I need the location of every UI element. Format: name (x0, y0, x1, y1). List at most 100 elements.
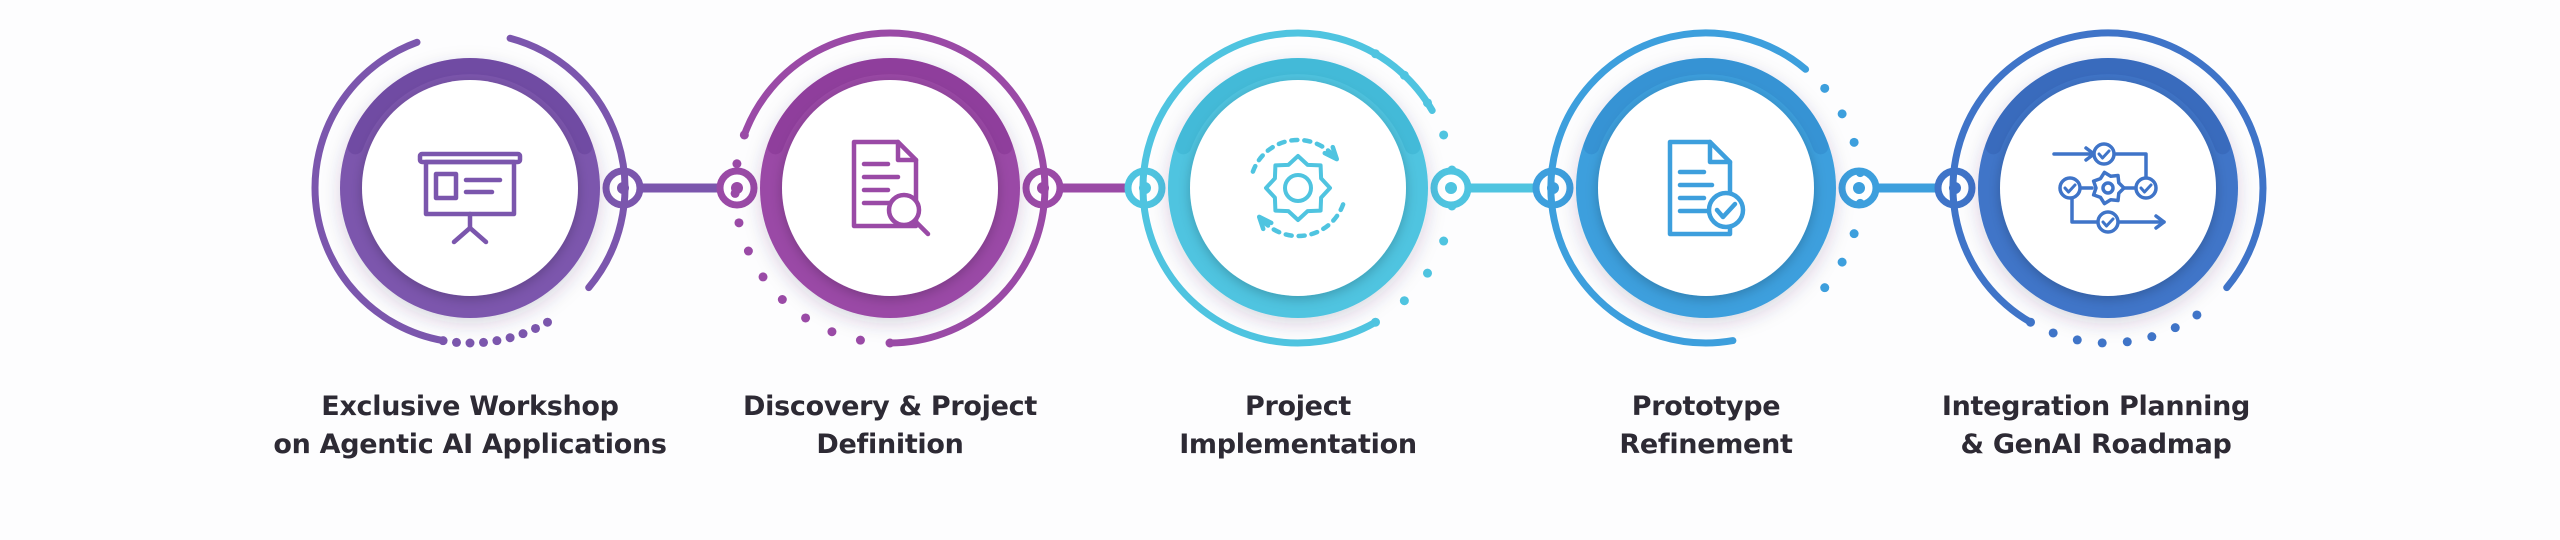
step-inner-disc (362, 80, 578, 296)
cycle-arrowhead (1256, 214, 1274, 232)
step-ring-shade (1985, 58, 2231, 155)
step-4-node (1547, 29, 1865, 347)
step-ring-shade (767, 58, 1013, 155)
document-check-icon (1667, 139, 1746, 237)
outer-ring-dot (2122, 337, 2132, 347)
outer-ring-dot (855, 335, 865, 345)
step-2-node (730, 29, 1049, 348)
board-image-block (433, 171, 459, 201)
check-mark (1714, 201, 1738, 220)
flow-line (2114, 152, 2148, 188)
step-label-4: Prototype Refinement (1486, 388, 1926, 464)
outer-ring-dot (1849, 229, 1859, 239)
check-node (2096, 210, 2120, 234)
check-node (2134, 176, 2158, 200)
step-4-label-line1: Prototype (1631, 391, 1781, 422)
outer-ring-arc (1949, 29, 2267, 326)
outer-ring-dot (1371, 317, 1380, 327)
step-inner-disc (2000, 80, 2216, 296)
step-label-5: Integration Planning & GenAI Roadmap (1876, 388, 2316, 464)
outer-ring-dot (734, 218, 744, 228)
outer-ring-dot (505, 333, 515, 343)
outer-ring-dot (2026, 317, 2035, 327)
magnifier-handle (912, 218, 931, 237)
magnifier-lens (886, 192, 922, 228)
connector-node-center (1445, 182, 1457, 194)
step-1-label-line1: Exclusive Workshop (321, 391, 619, 422)
center-gear (2091, 170, 2126, 206)
gear-hub (1283, 173, 1313, 203)
step-1-label-line2: on Agentic AI Applications (273, 429, 667, 460)
step-ring-shade (1175, 58, 1421, 155)
outer-ring-dot (885, 338, 895, 348)
outer-ring-dot (1371, 49, 1380, 59)
doc-outline (851, 139, 919, 229)
step-ring-shade (347, 58, 593, 155)
outer-ring-dot (1423, 98, 1433, 108)
outer-ring-dot (1837, 257, 1847, 267)
outer-ring-dot (1399, 296, 1409, 306)
check-node-mark (2139, 183, 2153, 194)
outer-ring-arc (1139, 29, 1436, 347)
outer-ring-dot (777, 294, 787, 304)
outer-ring-dot (465, 338, 475, 348)
step-5-node (1949, 29, 2267, 348)
check-node-mark (2063, 183, 2077, 194)
outer-ring-dot (2097, 338, 2107, 348)
outer-ring-dot (451, 337, 461, 347)
outer-ring-dot (1849, 137, 1859, 147)
outer-ring-dot (1820, 83, 1830, 93)
check-badge (1706, 190, 1746, 230)
check-node-mark (2097, 149, 2111, 160)
center-gear-hub (2101, 181, 2115, 195)
outer-ring-arc (311, 38, 447, 345)
outer-ring-dot (1837, 109, 1847, 119)
outer-ring-dot (801, 313, 811, 323)
step-label-2: Discovery & Project Definition (670, 388, 1110, 464)
step-ring-shade (1583, 58, 1829, 155)
step-5-label-line1: Integration Planning (1941, 391, 2251, 422)
gear-cycle-icon (1250, 137, 1346, 239)
step-5-label-line2: & GenAI Roadmap (1960, 429, 2232, 460)
outer-ring-dot (758, 272, 768, 282)
step-1-node (311, 34, 629, 348)
document-search-icon (851, 139, 931, 237)
outer-ring-dot (1423, 268, 1433, 278)
outer-ring-dot (479, 337, 489, 347)
step-4-label-line2: Refinement (1619, 429, 1793, 460)
workflow-gear-icon (2052, 142, 2166, 234)
outer-ring-dot (531, 323, 541, 333)
outer-ring-dot (2147, 332, 2157, 342)
step-circles-layer (311, 29, 2267, 348)
outer-ring-dot (739, 130, 749, 140)
step-inner-disc (1598, 80, 1814, 296)
outer-ring-dot (2192, 310, 2202, 320)
check-node (2058, 176, 2082, 200)
board-leg (451, 225, 473, 245)
outer-ring-dot (1447, 201, 1457, 211)
board-leg (467, 225, 489, 245)
check-node-mark (2101, 217, 2115, 228)
outer-ring-dot (2048, 328, 2058, 338)
doc-fold (1707, 139, 1733, 165)
outer-ring-dot (438, 336, 448, 346)
outer-ring-dot (827, 327, 837, 337)
outer-ring-dot (1399, 70, 1409, 80)
outer-ring-dot (730, 188, 740, 198)
presentation-board-icon (417, 151, 523, 245)
step-inner-disc (1190, 80, 1406, 296)
step-2-label-line1: Discovery & Project (743, 391, 1037, 422)
check-node (2092, 142, 2116, 166)
outer-ring-dot (1439, 130, 1449, 140)
outer-ring-arc (740, 29, 1049, 347)
outer-ring-arc (506, 34, 629, 292)
outer-ring-dot (2072, 335, 2082, 345)
step-3-label-line2: Implementation (1179, 429, 1417, 460)
flow-arrowhead (2154, 214, 2166, 230)
step-label-1: Exclusive Workshop on Agentic AI Applica… (250, 388, 690, 464)
connector-node-center (1853, 182, 1865, 194)
outer-ring-dot (543, 317, 552, 327)
outer-ring-dot (1855, 198, 1865, 208)
